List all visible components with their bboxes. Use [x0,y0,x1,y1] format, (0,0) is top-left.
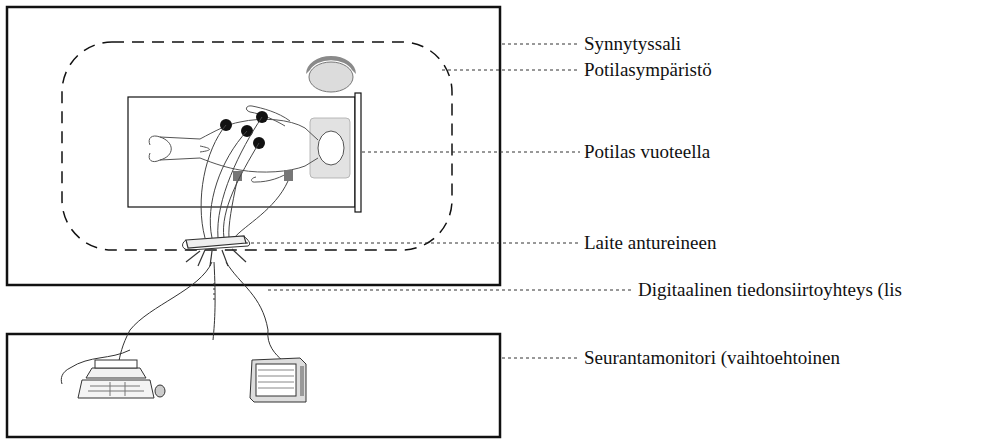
leader-lines [245,44,634,358]
patient-figure [149,106,344,182]
label-text: Laite antureineen [582,233,718,254]
lamp [306,56,356,92]
data-link-cables [61,262,282,384]
bed [128,93,361,212]
label-text: Digitaalinen tiedonsiirtoyhteys (lis [636,280,904,301]
label-text: Potilas vuoteella [582,142,712,163]
label-text: Synnytyssali [582,34,683,55]
monitoring-device [183,236,250,266]
label-text: Seurantamonitori (vaihtoehtoinen [582,348,842,369]
electrodes [220,111,268,149]
belt-sensors [233,170,293,181]
patient-environment [62,42,452,250]
sensor-cables [201,117,288,238]
monitor-room-outline [7,334,500,437]
desktop-computer [78,360,165,398]
label-text: Potilasympäristö [582,60,714,81]
monitor-display [250,358,306,402]
